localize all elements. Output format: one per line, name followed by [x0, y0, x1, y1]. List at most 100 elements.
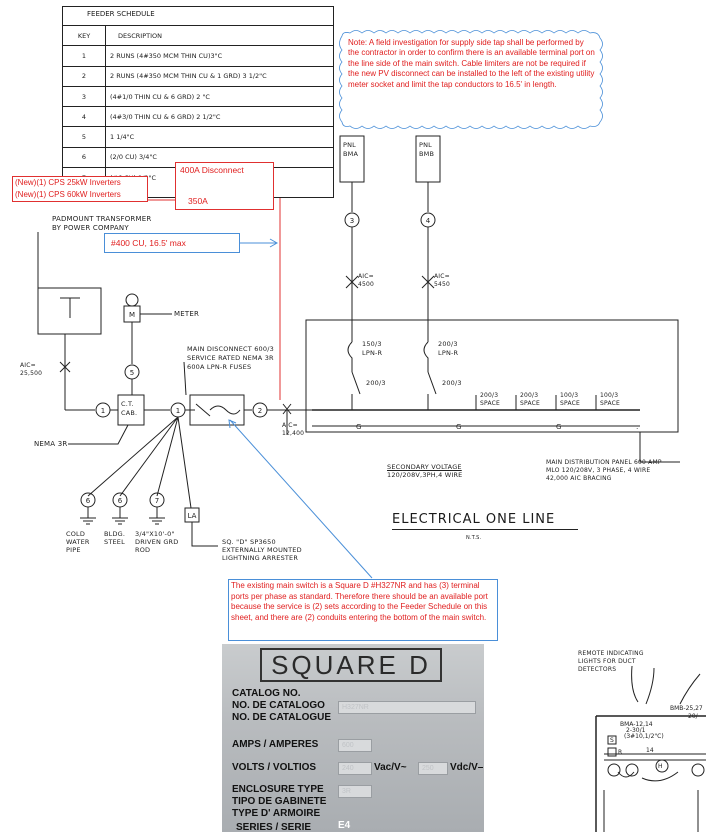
bmb-frame-rating: 200/3: [442, 379, 462, 387]
row-desc: 2 RUNS (4#350 MCM THIN CU & 1 GRD) 3 1/2…: [105, 65, 333, 87]
space-rating: 200/3: [480, 392, 499, 399]
breaker-bmb: [423, 320, 429, 372]
g2: DRIVEN GRD: [135, 538, 179, 546]
riser-r: R: [618, 749, 622, 756]
nema-label: NEMA 3R: [34, 440, 68, 448]
disconnect-box: [175, 162, 274, 210]
table-row: 3(4#1/0 THIN CU & 6 GRD) 2 "C: [63, 85, 333, 107]
row-key: 4: [63, 106, 106, 127]
aic-main-value: 12,400: [282, 430, 305, 437]
main-disc-line2: SERVICE RATED NEMA 3R: [187, 354, 274, 362]
catalog-label: CATALOG NO. NO. DE CATALOGO NO. DE CATAL…: [232, 688, 331, 724]
key-2-num: 2: [258, 407, 262, 415]
cab-label: CAB.: [121, 409, 138, 417]
aic-label: AIC=: [20, 362, 36, 369]
aic-label: AIC=: [434, 273, 450, 280]
amps-label: AMPS / AMPERES: [232, 739, 319, 750]
volts-value: 240: [338, 762, 372, 775]
riser-s: S: [610, 737, 614, 744]
enc-es: TIPO DE GABINETE: [232, 796, 327, 807]
ct-cabinet-label: C.T. CAB.: [121, 400, 137, 418]
ground-letter-4: :: [636, 423, 638, 431]
g3: PIPE: [66, 546, 81, 554]
row-key: 1: [63, 45, 106, 67]
panel-bmb-aic: AIC= 5450: [434, 273, 450, 289]
cat-es: NO. DE CATALOGO: [232, 700, 325, 711]
vdc-label: Vdc/V–: [450, 762, 484, 773]
cat-fr: NO. DE CATALOGUE: [232, 712, 332, 723]
breaker-bmb-label: 200/3 LPN-R: [438, 340, 458, 358]
desc-header: DESCRIPTION: [105, 24, 333, 46]
riser-num: 14: [646, 747, 654, 754]
ground-steel-label: BLDG.STEEL: [104, 530, 125, 546]
space-label: SPACE: [480, 400, 501, 407]
key-7-num: 7: [155, 497, 159, 505]
enc-fr: TYPE D' ARMOIRE: [232, 808, 321, 819]
breaker-rating: 150/3: [362, 340, 382, 348]
table-row: 4(4#3/0 THIN CU & 6 GRD) 2 1/2"C: [63, 106, 333, 127]
mdp-box: [305, 319, 679, 433]
riser-partial: 20/: [688, 713, 699, 720]
row-desc: 1 1/4"C: [105, 126, 333, 148]
mdp-1: MAIN DISTRIBUTION PANEL 600 AMP: [546, 459, 662, 466]
breaker-type: LPN-R: [438, 349, 459, 357]
tap-callout: #400 CU, 16.5' max: [104, 233, 240, 253]
breaker-bma-label: 150/3 LPN-R: [362, 340, 382, 358]
main-disconnect-label: MAIN DISCONNECT 600/3 SERVICE RATED NEMA…: [187, 345, 274, 372]
amps-value: 600: [338, 739, 372, 752]
meter-label: METER: [174, 310, 200, 318]
a2: EXTERNALLY MOUNTED: [222, 546, 302, 554]
panel-bma-id: BMA: [343, 150, 359, 158]
aic-transformer: AIC= 25,500: [20, 362, 42, 378]
ground-letter-2: G: [456, 423, 461, 431]
inverter-60kw: (New)(1) CPS 60kW Inverters: [15, 189, 121, 199]
mdp-2: MLO 120/208V, 3 PHASE, 4 WIRE: [546, 467, 651, 474]
space-label: SPACE: [560, 400, 581, 407]
la-letter: LA: [188, 512, 197, 520]
g1: BLDG.: [104, 530, 126, 538]
main-disc-line3: 600A LPN-R FUSES: [187, 363, 252, 371]
a3: LIGHTNING ARRESTER: [222, 554, 299, 562]
aic-x-mark: [59, 361, 71, 373]
inverters-box: (New)(1) CPS 25kW Inverters (New)(1) CPS…: [12, 176, 148, 202]
main-disc-line1: MAIN DISCONNECT 600/3: [187, 345, 274, 353]
series-value: E4: [338, 820, 351, 831]
key-5-num: 5: [130, 369, 134, 377]
space-rating: 200/3: [520, 392, 539, 399]
space-rating: 100/3: [560, 392, 579, 399]
main-fuse: [209, 405, 241, 415]
ct-label: C.T.: [121, 400, 134, 408]
switch-note-box: [228, 579, 498, 641]
cat-en: CATALOG NO.: [232, 688, 301, 699]
space-label: SPACE: [600, 400, 621, 407]
ground-letter-1: G: [356, 423, 361, 431]
disconnect-fuse-label: 350A: [188, 196, 208, 206]
row-key: 2: [63, 65, 106, 87]
enclosure-label: ENCLOSURE TYPE TIPO DE GABINETE TYPE D' …: [232, 784, 326, 820]
panel-bmb-pnl: PNL: [419, 141, 433, 149]
key-1-left-num: 1: [101, 407, 105, 415]
r2: LIGHTS FOR DUCT: [578, 658, 636, 665]
series-label: SERIES / SERIE: [236, 822, 312, 833]
row-desc: 2 RUNS (4#350 MCM THIN CU)3"C: [105, 45, 333, 67]
breaker-type: LPN-R: [362, 349, 383, 357]
key-6b-num: 6: [118, 497, 123, 505]
ground-letter-3: G: [556, 423, 561, 431]
riser-h: H: [658, 763, 663, 770]
aic-main-label: AIC=: [282, 422, 298, 429]
mdp-3: 42,000 AIC BRACING: [546, 475, 612, 482]
transformer-label-1: PADMOUNT TRANSFORMER: [52, 215, 152, 223]
table-row: 6(2/0 CU) 3/4"C: [63, 146, 333, 168]
vdc-value: 250: [418, 762, 448, 775]
row-desc: (2/0 CU) 3/4"C: [105, 146, 333, 168]
r3: DETECTORS: [578, 666, 617, 673]
panel-bmb-id: BMB: [419, 150, 435, 158]
